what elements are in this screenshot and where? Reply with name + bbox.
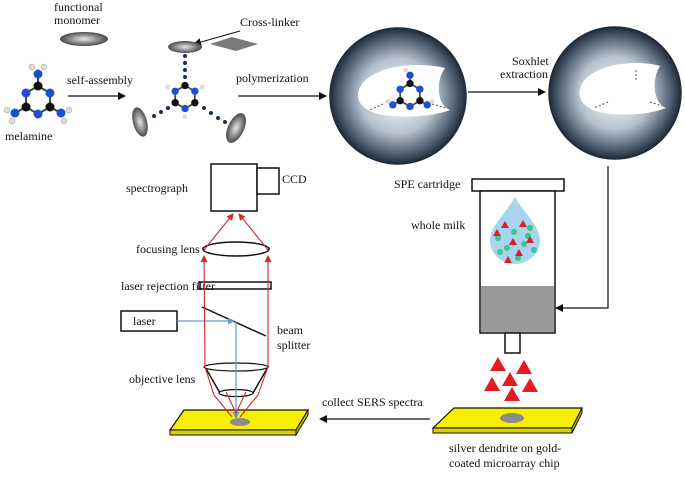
polymerization-label: polymerization [236,71,309,85]
self-assembly-label: self-assembly [67,73,133,87]
focusing-lens [202,241,270,257]
spectrograph-box [210,163,258,212]
extracted-polymer-sphere [548,26,682,160]
functional-monomer-label-1: functional [54,0,103,14]
laser-rejection-filter [198,281,272,290]
chip-label-1: silver dendrite on gold- [449,441,561,455]
spe-cartridge-label: SPE cartridge [394,177,460,191]
laser-rejection-filter-label: laser rejection filter [121,279,215,293]
self-assembled-complex-icon [132,41,246,143]
sample-chip [168,408,310,437]
spectrograph-label: spectrograph [126,181,188,195]
functional-monomer-label-2: monomer [54,13,100,27]
imprinted-polymer-sphere [329,27,467,165]
load-cartridge-arrow [555,166,609,312]
soxhlet-label-1: Soxhlet [512,54,549,68]
melamine-molecule-icon [3,63,73,125]
ccd-label: CCD [282,172,307,186]
functional-monomer-icon [60,32,108,46]
collect-sers-label: collect SERS spectra [322,395,423,409]
sers-chip [431,407,583,434]
cross-linker-label: Cross-linker [240,15,299,29]
whole-milk-drop [490,197,540,264]
laser-label: laser [133,314,156,328]
ccd-box [256,167,280,195]
melamine-label: melamine [5,129,52,143]
beam-splitter-label-1: beam [277,323,304,337]
laser-beam-path [177,317,240,419]
cross-linker-arrow [193,30,241,46]
chip-label-2: coated microarray chip [449,456,560,470]
whole-milk-label: whole milk [411,218,465,232]
eluted-analyte-icons [484,357,538,401]
beam-splitter-label-2: splitter [277,338,310,352]
cross-linker-icon [210,37,258,51]
soxhlet-label-2: extraction [500,67,548,81]
focusing-lens-label: focusing lens [136,242,200,256]
objective-lens-label: objective lens [129,372,196,386]
raman-scatter-path [200,213,272,418]
